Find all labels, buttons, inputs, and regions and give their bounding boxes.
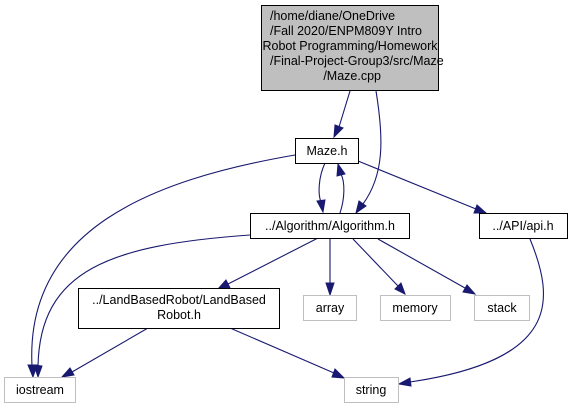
node-memory[interactable]: memory [380,295,451,321]
node-array[interactable]: array [303,295,357,321]
edge-arrowhead [355,200,367,215]
node-stack-box [474,295,530,321]
edge-algorithm-h-to-memory [352,238,399,287]
node-array-label: array [316,301,345,315]
node-api-h-label: ../API/api.h [492,219,553,233]
node-iostream-label: iostream [16,383,64,397]
node-api-h-box [479,213,568,239]
edge-maze-h-to-iostream [31,154,296,367]
node-algorithm-h-label: ../Algorithm/Algorithm.h [265,219,395,233]
node-maze-h[interactable]: Maze.h [295,138,359,164]
edge-algorithm-h-to-iostream [37,234,251,367]
edge-arrowhead [462,284,477,295]
edge-landbased-to-string [229,327,335,374]
node-memory-label: memory [392,301,438,315]
edge-algorithm-h-to-maze-h [339,173,345,214]
edge-arrowhead [473,204,488,214]
node-maze-cpp-line-5: /Maze.cpp [323,69,381,83]
edge-arrowhead [331,368,346,379]
node-string-label: string [356,383,387,397]
edge-maze-cpp-to-maze-h [338,90,351,128]
edge-maze-h-to-api-h [357,160,477,210]
node-maze-cpp-line-4: /Final-Project-Group3/src/Maze [270,54,444,68]
edge-landbased-to-iostream [71,327,149,373]
node-maze-cpp[interactable]: /home/diane/OneDrive /Fall 2020/ENPM809Y… [261,5,444,91]
node-landbased-robot-h-box [78,288,280,329]
node-string-box [344,377,399,403]
node-maze-cpp-line-3: Robot Programming/Homework [262,39,438,53]
edge-arrowhead [397,377,412,387]
edge-arrowhead [333,124,344,139]
node-algorithm-h-box [250,213,410,239]
edge-api-h-to-string [409,238,544,383]
node-string[interactable]: string [344,377,399,403]
edge-algorithm-h-to-landbased [227,237,319,285]
node-maze-cpp-line-1: /home/diane/OneDrive [270,9,395,23]
edge-arrowhead [394,282,406,296]
node-api-h[interactable]: ../API/api.h [479,213,568,239]
node-stack[interactable]: stack [474,295,530,321]
edge-arrowhead [216,279,231,290]
edge-arrowhead [336,162,346,177]
edge-arrowhead [60,367,75,378]
node-iostream-box [4,377,76,403]
node-maze-cpp-line-2: /Fall 2020/ENPM809Y Intro [270,24,422,38]
node-landbased-robot-h-line-1: ../LandBasedRobot/LandBased [92,293,266,307]
node-array-box [303,295,357,321]
node-landbased-robot-h[interactable]: ../LandBasedRobot/LandBased Robot.h [78,288,280,329]
node-algorithm-h[interactable]: ../Algorithm/Algorithm.h [250,213,410,239]
node-landbased-robot-h-line-2: Robot.h [157,308,201,322]
edge-maze-h-to-algorithm-h [318,162,326,203]
edge-maze-cpp-to-algorithm-h [362,90,382,205]
node-stack-label: stack [487,301,517,315]
edge-arrowhead [33,364,43,379]
node-maze-h-label: Maze.h [307,144,348,158]
node-maze-cpp-box [261,5,439,91]
edge-algorithm-h-to-stack [377,238,466,289]
edge-arrowhead [325,282,335,297]
graph-edges [27,90,544,387]
node-memory-box [380,295,451,321]
node-maze-h-box [295,138,359,164]
edge-arrowhead [316,199,326,214]
node-iostream[interactable]: iostream [4,377,76,403]
